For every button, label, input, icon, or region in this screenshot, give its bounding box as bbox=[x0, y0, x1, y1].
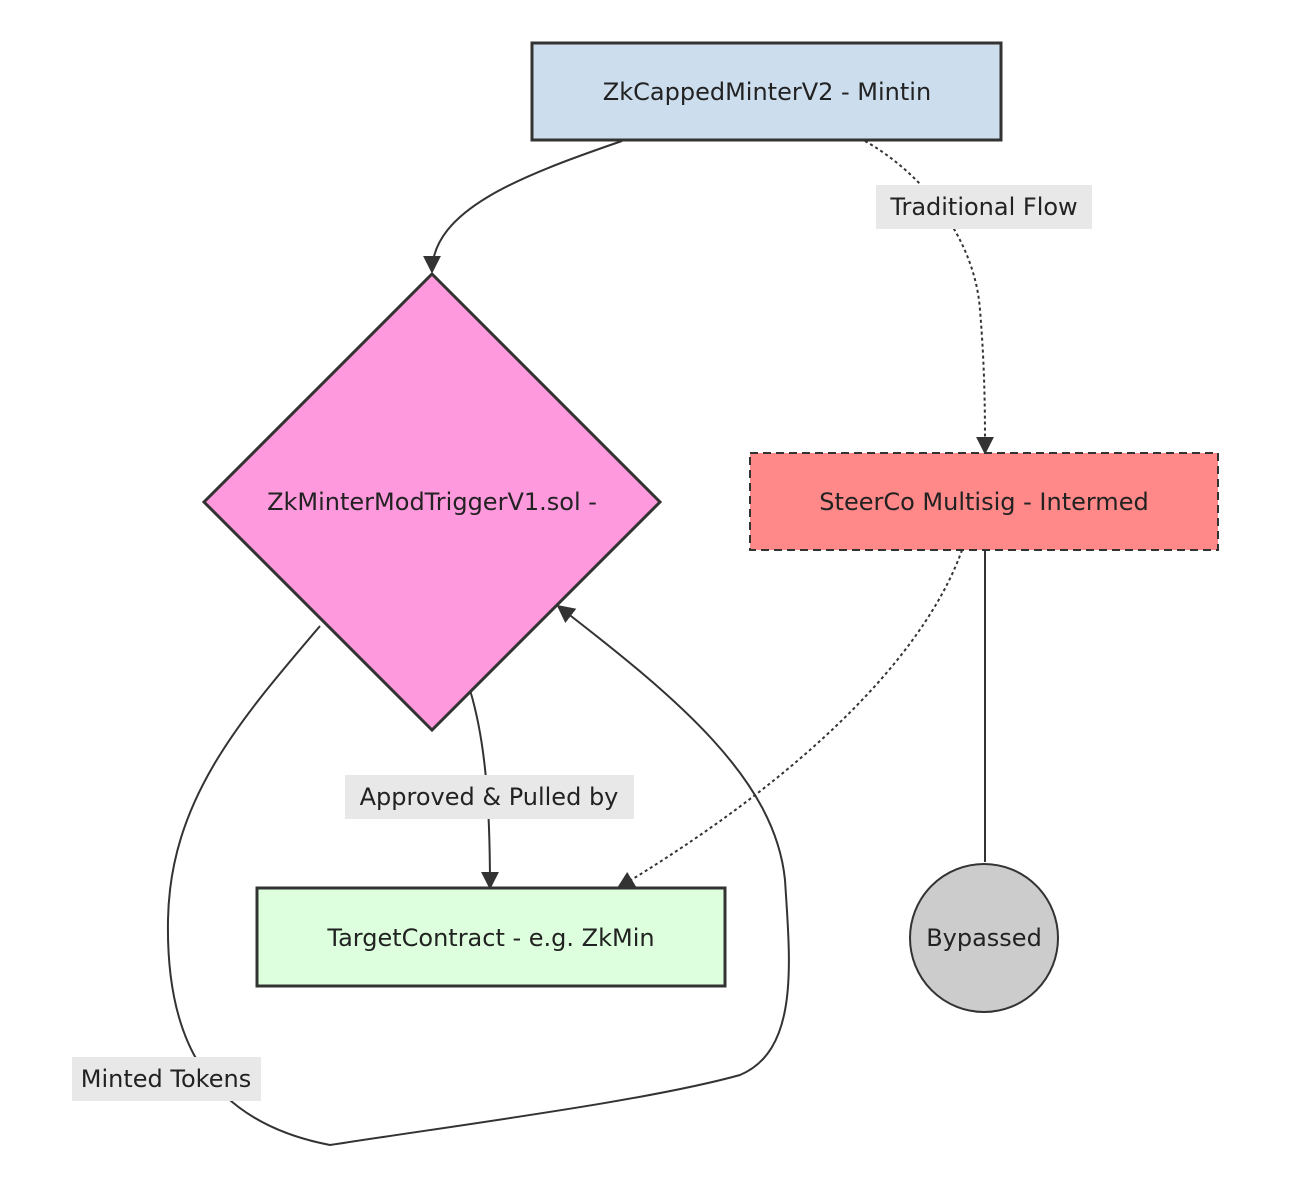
node-steerco-multisig-label: SteerCo Multisig - Intermed bbox=[819, 488, 1148, 516]
edge-label-traditional-flow: Traditional Flow bbox=[876, 185, 1092, 229]
edge-trigger-to-target bbox=[469, 689, 499, 890]
edge-label-traditional-flow-text: Traditional Flow bbox=[889, 193, 1077, 221]
node-target-contract-label: TargetContract - e.g. ZkMin bbox=[326, 924, 654, 952]
node-steerco-multisig-shape bbox=[749, 452, 1219, 551]
node-bypassed-label: Bypassed bbox=[926, 924, 1042, 952]
node-zk-minter-mod-trigger[interactable]: ZkMinterModTriggerV1.sol - bbox=[201, 271, 663, 733]
node-zk-capped-minter[interactable]: ZkCappedMinterV2 - Mintin bbox=[530, 41, 1003, 142]
edge-minter-to-steerco bbox=[864, 140, 994, 455]
node-steerco-multisig[interactable]: SteerCo Multisig - Intermed bbox=[749, 452, 1219, 551]
edge-label-approved-pulled-text: Approved & Pulled by bbox=[360, 783, 619, 811]
node-bypassed-shape bbox=[909, 863, 1059, 1013]
edge-label-approved-pulled: Approved & Pulled by bbox=[345, 775, 634, 819]
node-zk-capped-minter-shape bbox=[530, 41, 1003, 142]
node-target-contract-shape bbox=[255, 886, 727, 988]
edge-label-minted-tokens-text: Minted Tokens bbox=[81, 1065, 251, 1093]
edge-steerco-to-target bbox=[616, 549, 963, 889]
node-zk-minter-mod-trigger-shape bbox=[201, 271, 663, 733]
node-zk-minter-mod-trigger-label: ZkMinterModTriggerV1.sol - bbox=[267, 488, 597, 516]
node-target-contract[interactable]: TargetContract - e.g. ZkMin bbox=[255, 886, 727, 988]
node-bypassed[interactable]: Bypassed bbox=[909, 863, 1059, 1013]
edge-label-minted-tokens: Minted Tokens bbox=[72, 1057, 261, 1101]
edge-minter-to-trigger bbox=[423, 140, 623, 274]
edge-minted-tokens-loop bbox=[166, 604, 790, 1147]
node-zk-capped-minter-label: ZkCappedMinterV2 - Mintin bbox=[603, 78, 931, 106]
